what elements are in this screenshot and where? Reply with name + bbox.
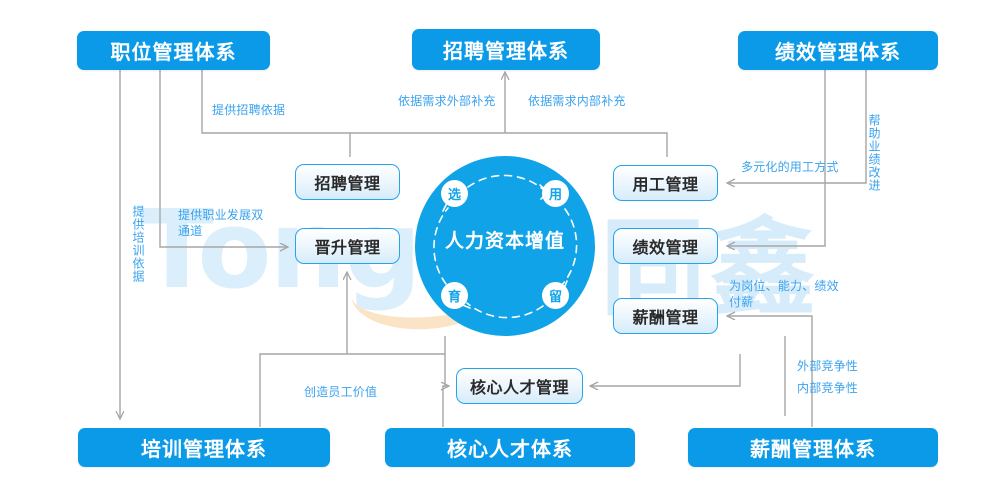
edge-label-provide-career-dual: 提供职业发展双 通道 [178, 208, 264, 238]
system-box-position[interactable]: 职位管理体系 [77, 31, 270, 70]
core-title: 人力资本增值 [444, 231, 565, 252]
module-box-employment-management[interactable]: 用工管理 [613, 165, 718, 201]
edge-label-internal-competitive: 内部竞争性 [797, 381, 859, 395]
system-box-core-talent[interactable]: 核心人才体系 [385, 428, 635, 467]
edge-label-external-competitive: 外部竞争性 [797, 359, 859, 373]
module-box-performance-management[interactable]: 绩效管理 [613, 228, 718, 264]
cycle-node-liu: 留 [542, 282, 569, 309]
module-box-core-talent-management[interactable]: 核心人才管理 [456, 368, 583, 404]
system-box-recruitment[interactable]: 招聘管理体系 [412, 29, 600, 70]
edge-label-help-performance: 帮助业绩改进 [867, 114, 881, 192]
edge-label-create-employee-value: 创造员工价值 [304, 385, 378, 399]
system-box-performance[interactable]: 绩效管理体系 [738, 31, 938, 70]
edge-label-diverse-employment: 多元化的用工方式 [741, 160, 839, 174]
cycle-node-yu: 育 [441, 282, 468, 309]
system-box-salary[interactable]: 薪酬管理体系 [688, 428, 938, 467]
cycle-node-xuan: 选 [441, 180, 468, 207]
module-box-recruit-management[interactable]: 招聘管理 [295, 164, 400, 200]
edge-label-internal-supplement: 依据需求内部补充 [528, 94, 626, 108]
core-circle: 人力资本增值 选 用 留 育 [415, 156, 595, 336]
module-box-salary-management[interactable]: 薪酬管理 [613, 298, 718, 334]
edge-label-provide-recruit-basis: 提供招聘依据 [212, 103, 286, 117]
cycle-node-yong: 用 [542, 180, 569, 207]
edge-label-pay-for-post: 为岗位、能力、绩效 付薪 [729, 279, 839, 309]
module-box-promotion-management[interactable]: 晋升管理 [295, 228, 400, 264]
system-box-training[interactable]: 培训管理体系 [78, 428, 330, 467]
edge-label-external-supplement: 依据需求外部补充 [398, 94, 496, 108]
edge-label-provide-training-basis: 提供培训依据 [131, 205, 145, 283]
